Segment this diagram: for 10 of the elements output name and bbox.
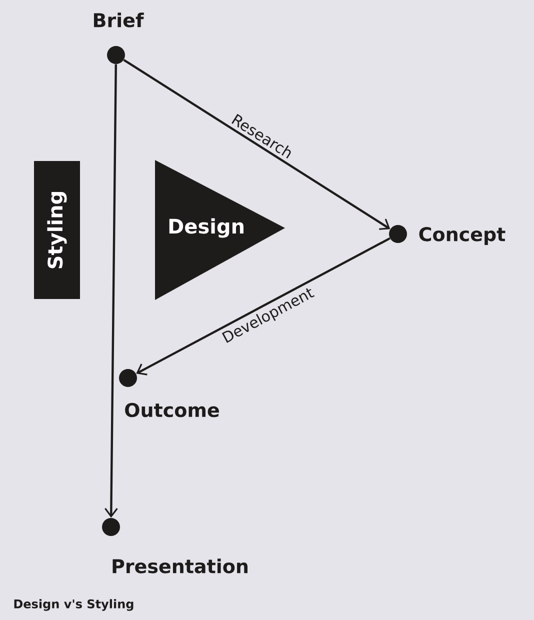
node-label: Brief [94, 12, 144, 28]
styling-box: Styling [34, 161, 80, 299]
node-label: Outcome [125, 402, 219, 418]
node-label: Concept [419, 226, 506, 246]
node-label: Presentation [112, 558, 248, 574]
arrow [136, 237, 390, 376]
caption: Design v's Styling [14, 599, 134, 611]
arrow [123, 59, 390, 230]
arrow [104, 64, 118, 518]
design-triangle: Design [155, 160, 285, 300]
